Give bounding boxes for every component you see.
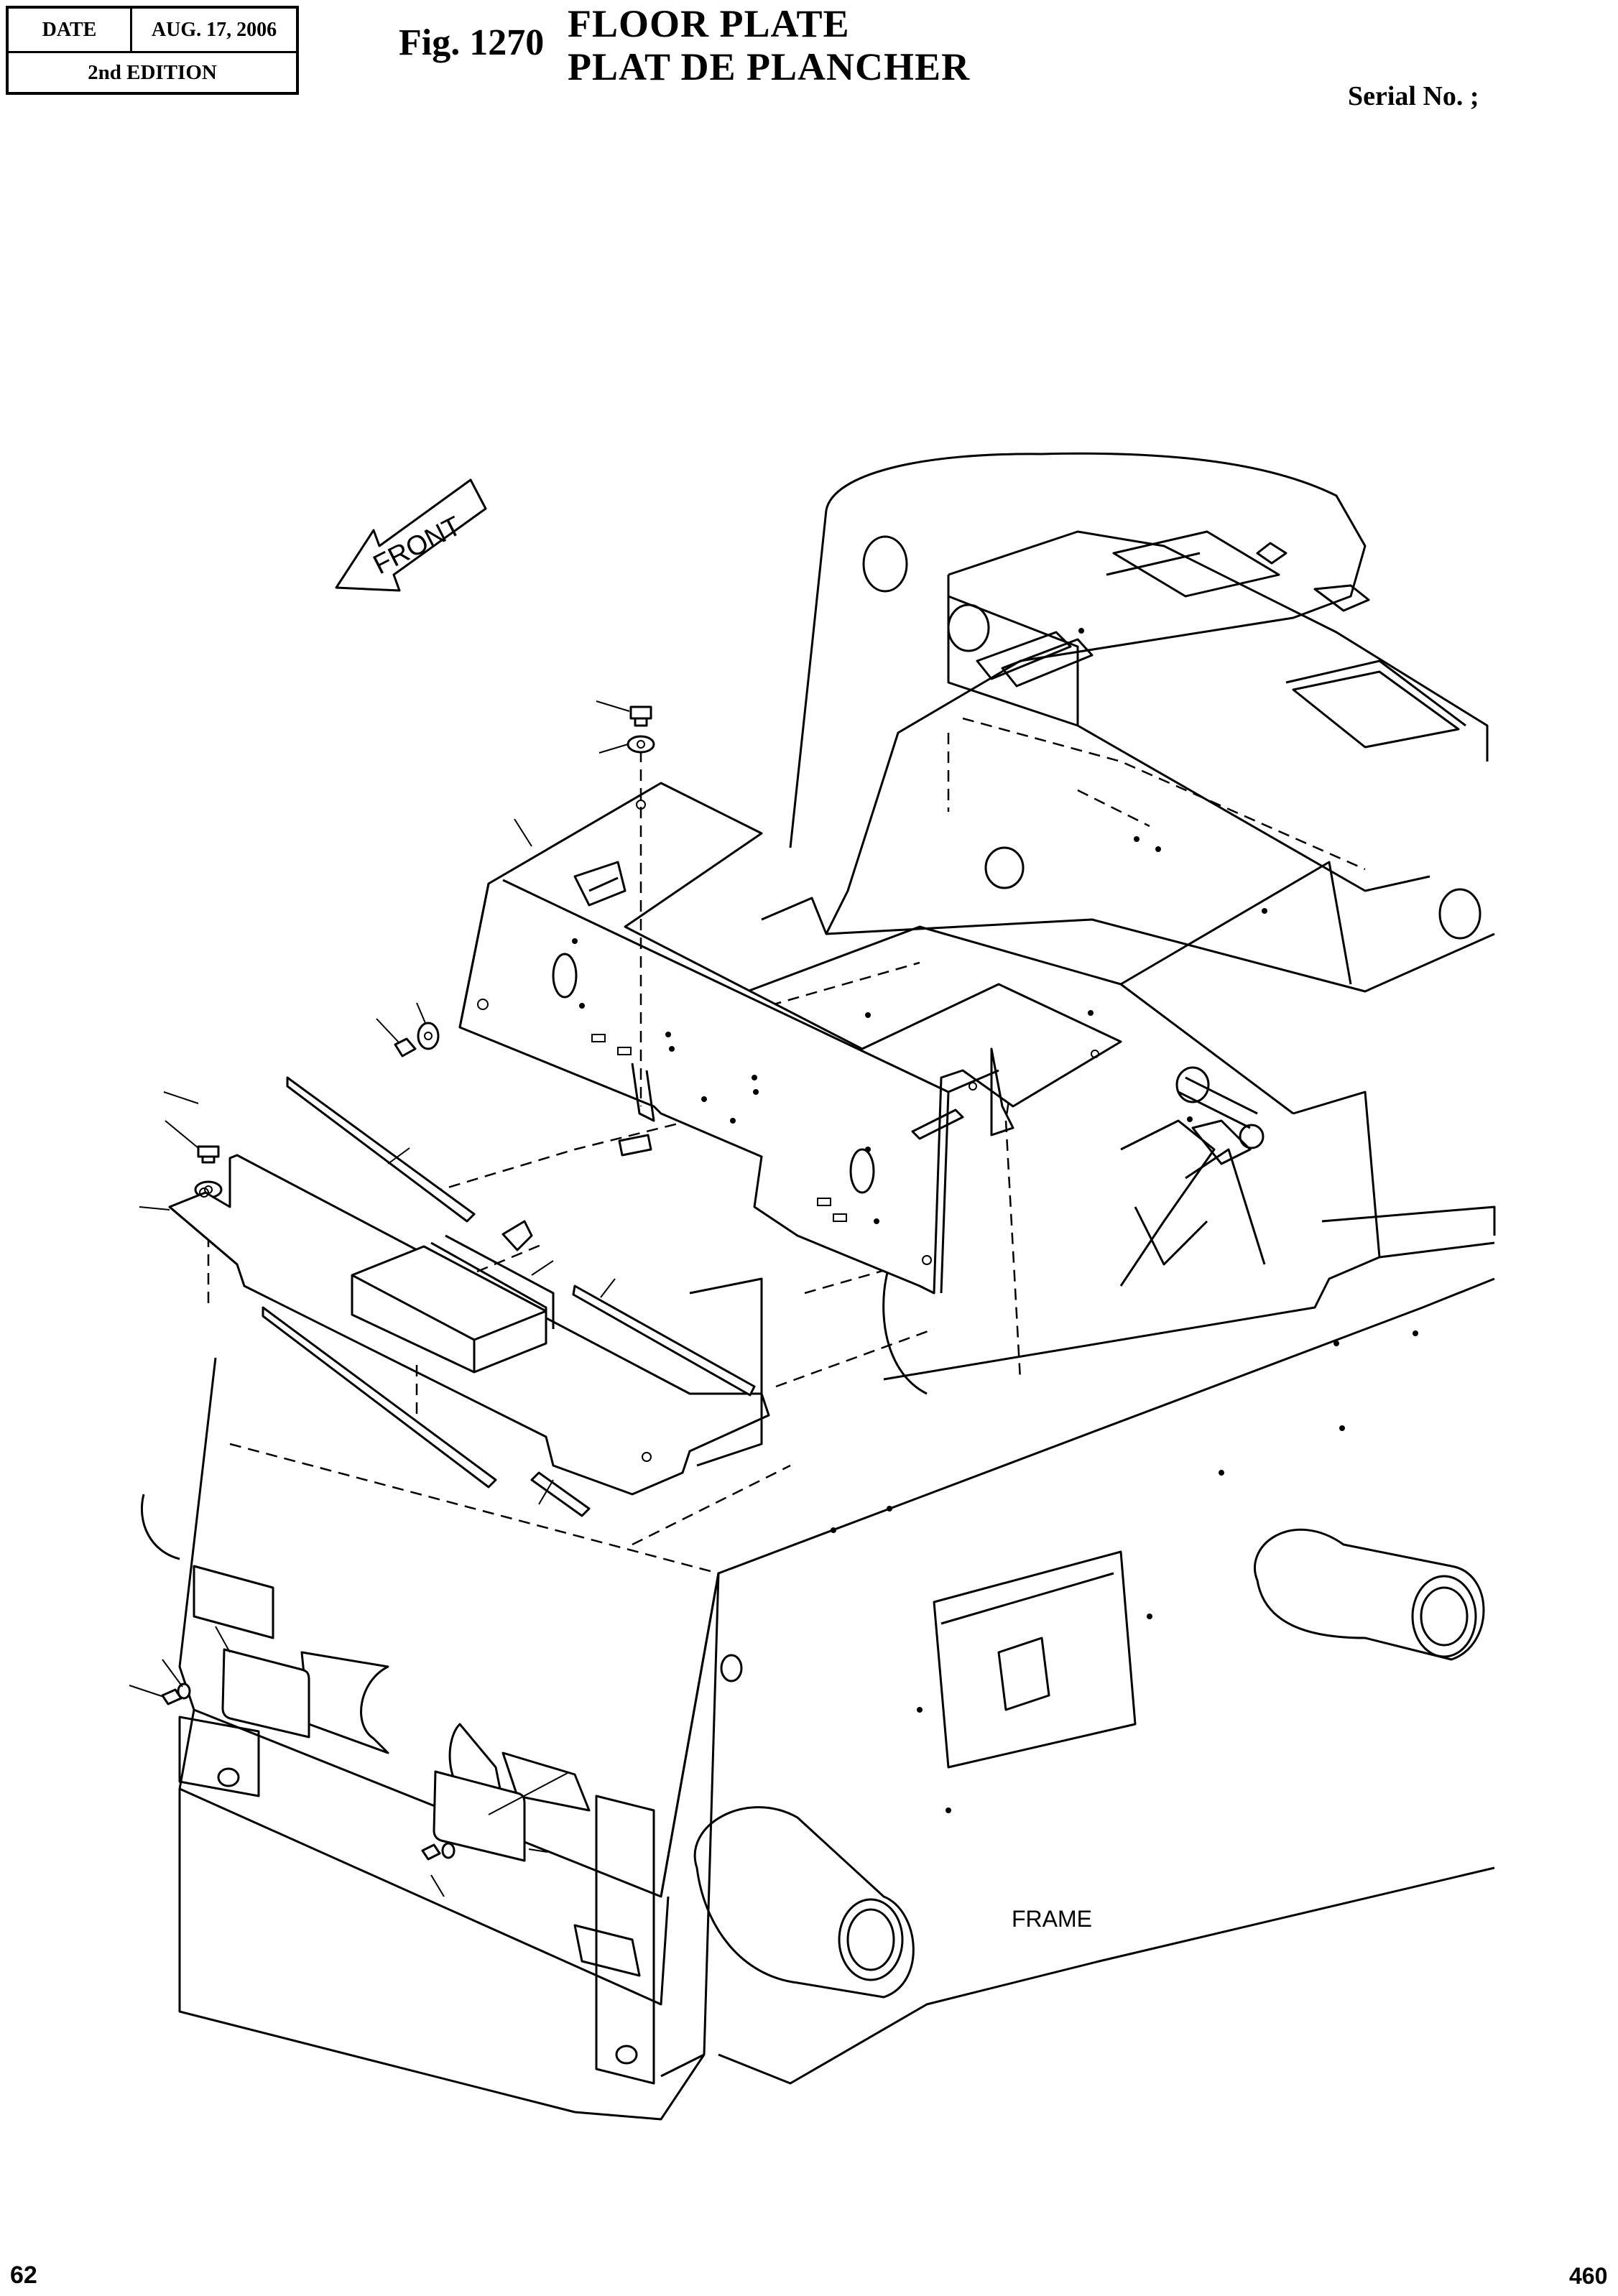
floor-plate-upper — [458, 751, 1122, 1295]
page-number-left: 62 — [10, 2262, 37, 2289]
front-arrow: FRONT — [335, 478, 487, 592]
frame-label: FRAME — [1012, 1906, 1092, 1932]
edition-label: 2nd EDITION — [88, 60, 217, 84]
serial-number: Serial No. ; — [1348, 81, 1479, 111]
access-covers — [221, 1648, 526, 1862]
page-number-right: 460 — [1569, 2263, 1608, 2289]
title-english: FLOOR PLATE — [568, 2, 850, 45]
date-label: DATE — [9, 9, 132, 53]
leader-lines — [129, 700, 630, 1897]
date-edition-box: DATE AUG. 17, 2006 2nd EDITION — [6, 6, 299, 95]
hardware-bolts-washers — [161, 705, 655, 1861]
floor-plate-lower — [168, 1076, 770, 1517]
date-value: AUG. 17, 2006 — [132, 9, 296, 53]
title-french: PLAT DE PLANCHER — [568, 45, 971, 88]
figure-number: Fig. 1270 — [399, 22, 545, 63]
